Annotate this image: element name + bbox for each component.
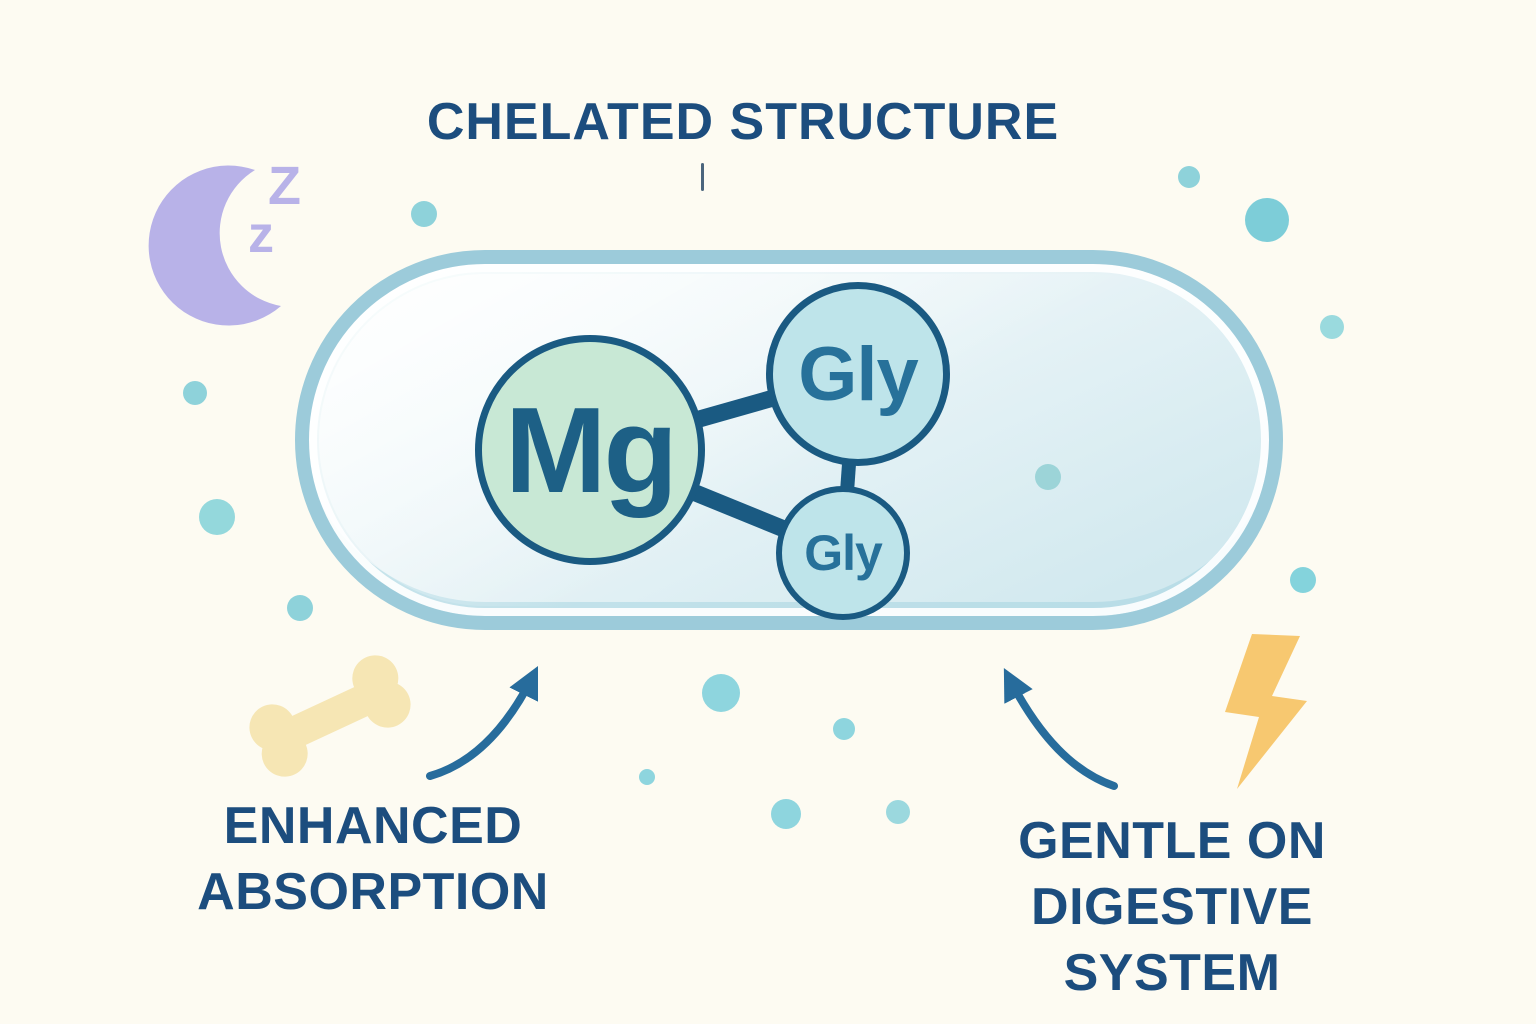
decor-dot	[199, 499, 235, 535]
page-title: CHELATED STRUCTURE	[426, 93, 1060, 151]
sleep-z-large: Z	[268, 156, 301, 216]
decor-dot	[287, 595, 313, 621]
decor-dot	[183, 381, 207, 405]
caption-line: DIGESTIVE SYSTEM	[1031, 878, 1313, 1002]
mg-atom-circle: Mg	[475, 335, 705, 565]
crescent-moon-icon: Z z	[148, 156, 301, 326]
decor-dot	[1290, 567, 1316, 593]
decor-dot	[1245, 198, 1289, 242]
mg-atom-label: Mg	[504, 382, 678, 518]
gly-bottom-label: Gly	[804, 525, 883, 581]
decor-dot	[771, 799, 801, 829]
caption-line: ENHANCED	[223, 797, 523, 855]
curved-arrow-right	[1003, 668, 1118, 790]
gly-bottom-circle: Gly	[776, 486, 910, 620]
gly-top-label: Gly	[798, 331, 918, 417]
caption-gentle-digestive: GENTLE ON DIGESTIVE SYSTEM	[922, 808, 1422, 1006]
curved-arrow-left	[426, 665, 539, 780]
gly-top-circle: Gly	[766, 282, 950, 466]
decor-dot	[1178, 166, 1200, 188]
lightning-bolt-icon	[1225, 634, 1307, 789]
decor-dot	[833, 718, 855, 740]
decor-dot	[886, 800, 910, 824]
decor-dot	[639, 769, 655, 785]
moon-shape	[148, 165, 281, 326]
caption-line: GENTLE ON	[1018, 812, 1326, 870]
caption-enhanced-absorption: ENHANCED ABSORPTION	[123, 793, 623, 925]
decor-dot	[702, 674, 740, 712]
caption-line: ABSORPTION	[197, 863, 549, 921]
decor-dot	[411, 201, 437, 227]
bone-icon	[249, 655, 411, 777]
decor-dot	[1320, 315, 1344, 339]
sleep-z-small: z	[248, 206, 274, 264]
title-pointer-line	[701, 163, 704, 191]
